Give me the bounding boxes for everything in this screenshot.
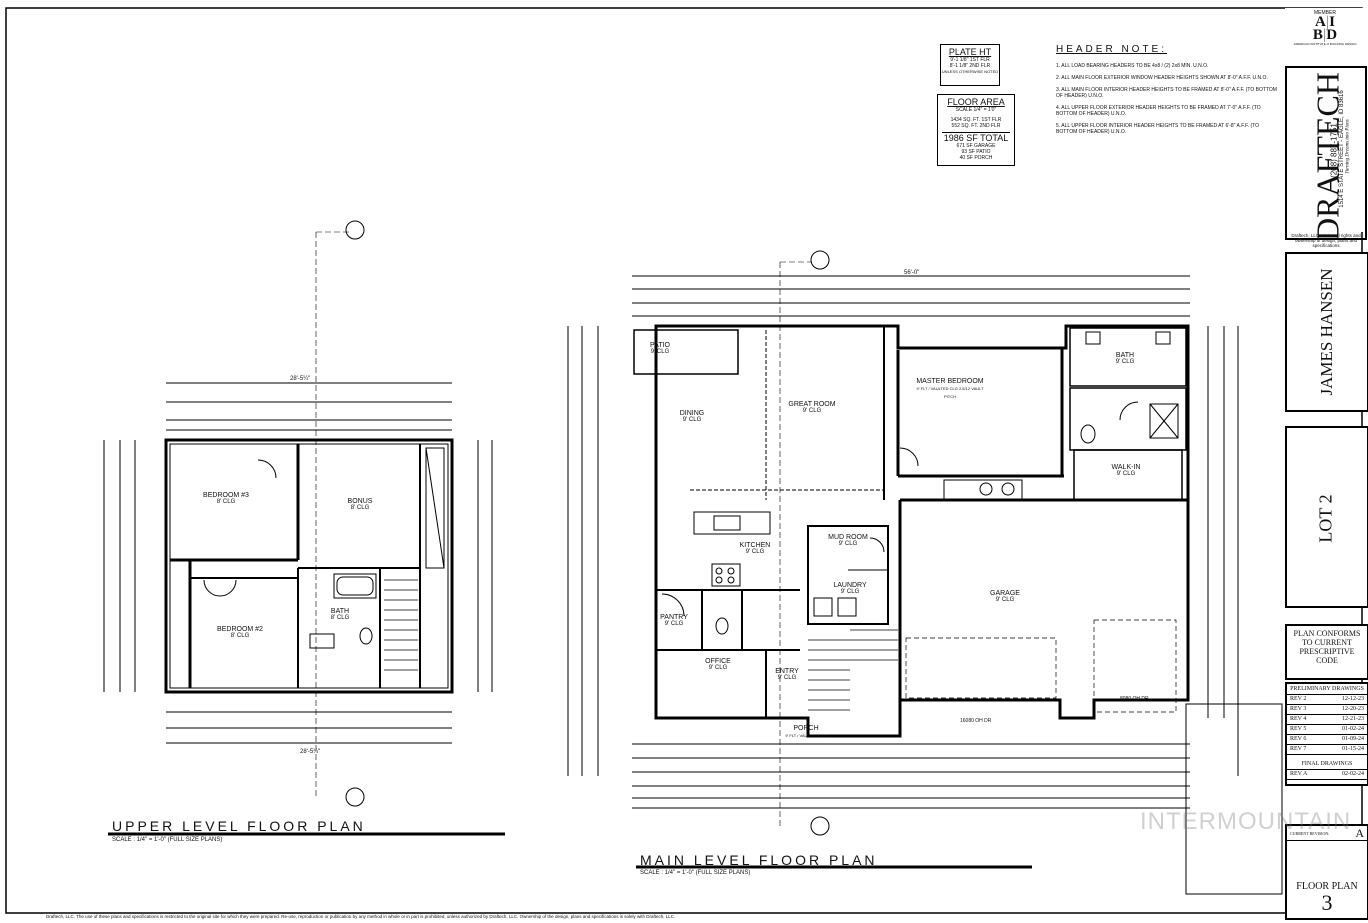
upper-overall-dim: 28'-5¼" bbox=[290, 376, 311, 382]
main-plan-scale: SCALE : 1/4" = 1'-0" (FULL SIZE PLANS) bbox=[640, 870, 751, 876]
sheet-label: FLOOR PLAN bbox=[1296, 881, 1358, 892]
firm-phone: (208) 887-1751 bbox=[1329, 123, 1339, 178]
upper-overall-dim-bottom: 28'-5¼" bbox=[300, 749, 321, 755]
garage-door-label: 16080 OH DR bbox=[960, 718, 992, 724]
header-note-item: 5. ALL UPPER FLOOR INTERIOR HEADER HEIGH… bbox=[1056, 123, 1259, 135]
header-note: HEADER NOTE: 1. ALL LOAD BEARING HEADERS… bbox=[1056, 44, 1280, 135]
lot-label: LOT 2 bbox=[1315, 494, 1336, 543]
plate-ht-title: PLATE HT bbox=[948, 47, 992, 57]
plate-ht-box: PLATE HT 9'-1 1/8" 1ST FLR 8'-1 1/8" 2ND… bbox=[940, 44, 1000, 86]
main-plan-title: MAIN LEVEL FLOOR PLAN bbox=[640, 852, 878, 868]
firm-rights: Draftech, LLC retains all rights and own… bbox=[1291, 233, 1361, 248]
aibd-member: MEMBER bbox=[1314, 10, 1336, 16]
header-note-item: 3. ALL MAIN FLOOR INTERIOR HEADER HEIGHT… bbox=[1056, 87, 1277, 99]
client-block: JAMES HANSEN bbox=[1285, 252, 1368, 412]
garage-door-label: 8080 OH DR bbox=[1120, 696, 1149, 702]
upper-plan-scale: SCALE : 1/4" = 1'-0" (FULL SIZE PLANS) bbox=[112, 837, 223, 843]
sheet-block: CURRENT REVISION: A FLOOR PLAN 3 bbox=[1285, 824, 1368, 920]
code-block: PLAN CONFORMS TO CURRENT PRESCRIPTIVE CO… bbox=[1285, 624, 1368, 680]
floor-area-extra: 93 SF PATIO bbox=[961, 149, 991, 155]
header-note-item: 1. ALL LOAD BEARING HEADERS TO BE 4x8 / … bbox=[1056, 63, 1209, 69]
floor-area-scale: SCALE 1/4" = 1'0" bbox=[955, 107, 997, 113]
header-note-title: HEADER NOTE: bbox=[1056, 44, 1168, 55]
floor-area-extra: 40 SF PORCH bbox=[959, 155, 993, 161]
header-note-item: 4. ALL UPPER FLOOR EXTERIOR HEADER HEIGH… bbox=[1056, 105, 1261, 117]
floor-area-box: FLOOR AREA SCALE 1/4" = 1'0" 1434 SQ. FT… bbox=[937, 94, 1015, 166]
main-overall-dim: 56'-0" bbox=[904, 270, 920, 276]
plate-ht-line: 9'-1 1/8" 1ST FLR bbox=[950, 57, 990, 63]
final-title: FINAL DRAWINGS bbox=[1287, 755, 1367, 770]
watermark: INTERMOUNTAIN bbox=[1140, 808, 1352, 835]
plate-ht-line: UNLESS OTHERWISE NOTED bbox=[941, 69, 999, 74]
lot-block: LOT 2 bbox=[1285, 426, 1368, 608]
current-rev-value: A bbox=[1355, 825, 1364, 840]
firm-tagline: Turning Dreams into Plans bbox=[1345, 119, 1351, 174]
firm-address: 1514 E STATE STREET - EAGLE, ID 83616 bbox=[1339, 90, 1345, 208]
aibd-caption: AMERICAN INSTITUTE of BUILDING DESIGN bbox=[1293, 42, 1357, 46]
floor-area-line: 1434 SQ. FT. 1ST FLR bbox=[950, 117, 1002, 123]
header-note-item: 2. ALL MAIN FLOOR EXTERIOR WINDOW HEADER… bbox=[1056, 75, 1268, 81]
sheet-number: 3 bbox=[1321, 890, 1333, 915]
code-text: PLAN CONFORMS TO CURRENT PRESCRIPTIVE CO… bbox=[1293, 629, 1361, 665]
floor-area-title: FLOOR AREA bbox=[947, 97, 1005, 107]
current-rev-row: CURRENT REVISION: A bbox=[1287, 826, 1367, 841]
current-rev-label: CURRENT REVISION: bbox=[1290, 830, 1330, 836]
client-name: JAMES HANSEN bbox=[1317, 268, 1336, 396]
floor-area-total: 1986 SF TOTAL bbox=[942, 132, 1010, 143]
floor-area-line: 552 SQ. FT. 2ND FLR bbox=[951, 123, 1001, 129]
firm-logo-box: DRAFTECH Turning Dreams into Plans 1514 … bbox=[1285, 66, 1367, 241]
floor-area-extra: 671 SF GARAGE bbox=[956, 143, 996, 149]
footer-disclaimer: Draftech, LLC. The use of these plans an… bbox=[46, 914, 676, 919]
upper-plan-title: UPPER LEVEL FLOOR PLAN bbox=[112, 818, 366, 834]
prelim-title: PRELIMINARY DRAWINGS bbox=[1287, 684, 1367, 695]
plate-ht-line: 8'-1 1/8" 2ND FLR bbox=[949, 63, 991, 69]
